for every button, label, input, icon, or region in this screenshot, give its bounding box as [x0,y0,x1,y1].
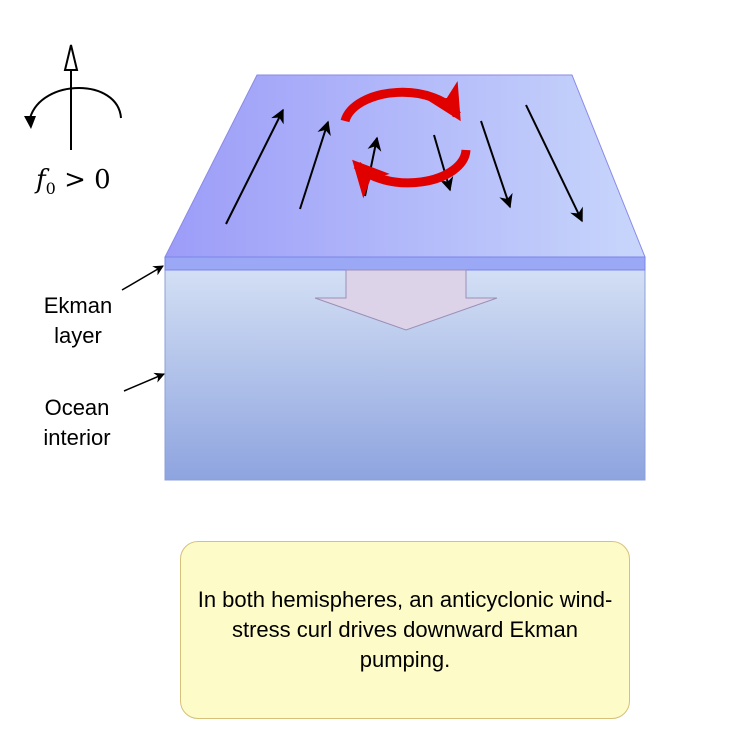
wind-arrow [525,104,583,223]
ocean-pointer-arrow [123,372,165,392]
ocean-surface [164,74,646,258]
rotation-axis-icon [24,44,122,150]
ekman-pointer-arrow [121,265,164,291]
ekman-label-line2: layer [54,323,102,348]
coriolis-subscript: 0 [45,179,56,199]
wind-arrow [299,120,331,210]
ocean-label-line2: interior [43,425,111,450]
wind-arrow [433,134,454,192]
wind-arrow [480,120,513,209]
ocean-interior-label: Ocean interior [22,393,132,453]
rotation-label: f0 > 0 [36,165,111,198]
ekman-label-line1: Ekman [43,293,113,318]
coriolis-condition: > 0 [64,165,111,195]
ocean-label-line1: Ocean [44,395,110,420]
ekman-layer-band [164,256,646,271]
explanation-text: In both hemispheres, an anticyclonic win… [197,587,613,672]
ekman-layer-label: Ekman layer [28,291,128,351]
wind-arrow [225,108,284,225]
downward-pumping-arrow-icon [314,269,498,331]
coriolis-symbol: f [36,165,46,195]
explanation-note: In both hemispheres, an anticyclonic win… [180,541,630,719]
anticyclonic-curl-icon [340,81,471,199]
